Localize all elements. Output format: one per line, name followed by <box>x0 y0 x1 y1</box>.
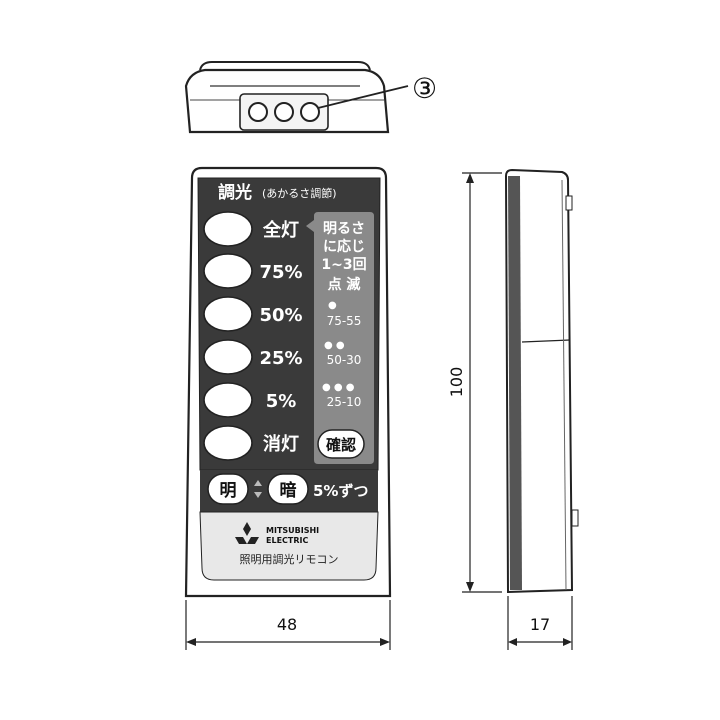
label-25: 25% <box>259 348 302 369</box>
side-panel <box>306 212 374 464</box>
label-75: 75% <box>259 262 302 283</box>
ir-lens-1 <box>248 102 268 122</box>
header-subtitle: (あかるさ調節) <box>262 186 337 200</box>
front-view: 調光 (あかるさ調節) 明るさ に応じ 1~3回 点 滅 ● 75-55 ● ●… <box>184 166 392 650</box>
height-dimension: 100 <box>447 367 466 398</box>
three-diamonds-logo-icon <box>235 522 259 544</box>
brighter-label: 明 <box>220 481 237 501</box>
label-5: 5% <box>266 391 297 412</box>
up-arrow-icon <box>254 480 262 486</box>
indicator-dots-2: ● ● <box>324 340 345 351</box>
width-dimension: 48 <box>277 615 297 634</box>
side-line-1: 明るさ <box>323 221 365 237</box>
down-arrow-icon <box>254 492 262 498</box>
indicator-range-1: 75-55 <box>327 314 362 328</box>
top-view: ③ <box>184 61 437 134</box>
brand-line-2: ELECTRIC <box>266 536 308 545</box>
button-full-on[interactable] <box>203 211 253 247</box>
side-line-4: 点 滅 <box>328 276 361 293</box>
side-view: 100 17 <box>447 168 579 650</box>
product-name: 照明用調光リモコン <box>240 552 339 566</box>
indicator-range-3: 25-10 <box>327 395 362 409</box>
label-50: 50% <box>259 305 302 326</box>
label-off: 消灯 <box>263 433 299 455</box>
callout-number: ③ <box>412 72 437 105</box>
darker-label: 暗 <box>280 480 297 501</box>
side-line-2: に応じ <box>323 238 365 255</box>
button-5[interactable] <box>203 382 253 418</box>
level-buttons <box>203 211 253 461</box>
brand-line-1: MITSUBISHI <box>266 526 319 535</box>
confirm-button[interactable] <box>317 429 365 459</box>
step-label: 5%ずつ <box>313 482 368 500</box>
button-50[interactable] <box>203 296 253 332</box>
ir-lens-2 <box>274 102 294 122</box>
button-off[interactable] <box>203 425 253 461</box>
callout-leader <box>317 85 409 109</box>
header-title: 調光 <box>218 182 252 203</box>
indicator-range-2: 50-30 <box>327 353 362 367</box>
button-75[interactable] <box>203 253 253 289</box>
confirm-label: 確認 <box>325 436 356 454</box>
side-line-3: 1~3回 <box>321 257 366 273</box>
depth-dimension: 17 <box>530 615 550 634</box>
button-25[interactable] <box>203 339 253 375</box>
label-full-on: 全灯 <box>262 219 299 241</box>
indicator-dots-3: ● ● ● <box>322 382 355 393</box>
darker-button[interactable] <box>267 473 309 505</box>
indicator-dots-1: ● <box>328 300 337 311</box>
ir-lens-3 <box>300 102 320 122</box>
brighter-button[interactable] <box>207 473 249 505</box>
